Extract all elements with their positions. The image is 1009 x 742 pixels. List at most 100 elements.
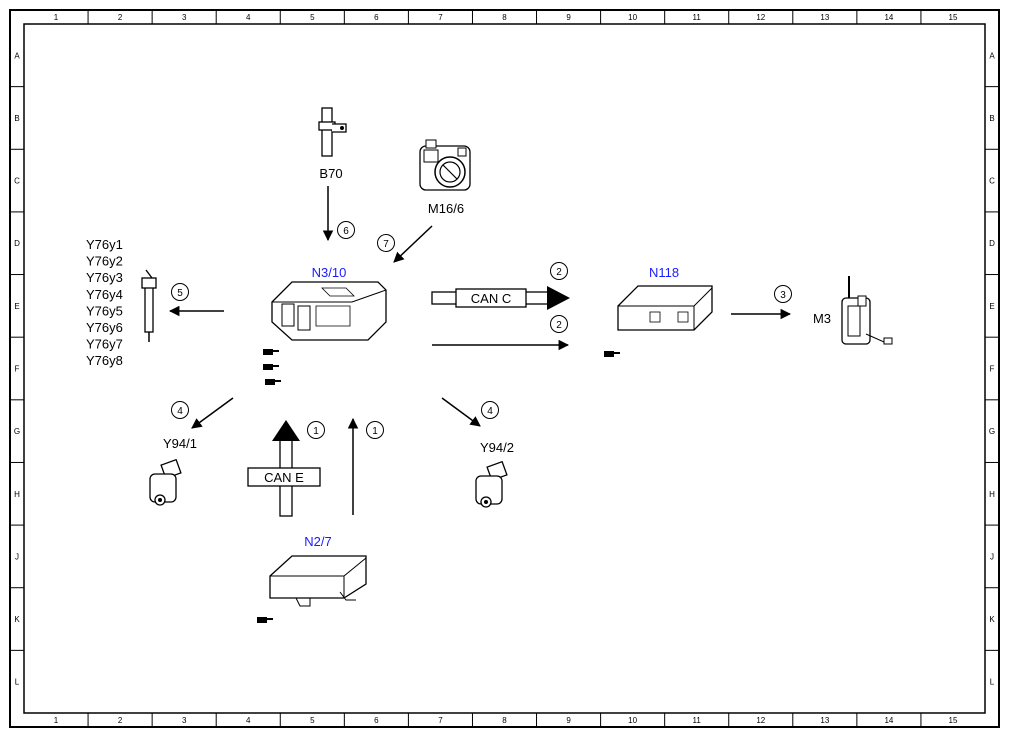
- column-number: 6: [374, 13, 379, 22]
- column-number: 14: [884, 13, 893, 22]
- column-number: 10: [628, 13, 637, 22]
- column-number: 13: [820, 716, 829, 725]
- step-marker: 6: [337, 221, 355, 239]
- row-letter: F: [990, 365, 995, 374]
- column-number: 3: [182, 13, 187, 22]
- fuel-pump-m3: M3: [813, 276, 893, 345]
- column-number: 15: [949, 13, 958, 22]
- svg-text:4: 4: [487, 406, 493, 417]
- svg-text:5: 5: [177, 288, 183, 299]
- svg-text:1: 1: [313, 426, 319, 437]
- svg-text:6: 6: [343, 226, 349, 237]
- m3-label: M3: [813, 311, 831, 326]
- column-number: 4: [246, 13, 251, 22]
- column-number: 12: [756, 13, 765, 22]
- column-number: 13: [820, 13, 829, 22]
- throttle-body-icon: [419, 139, 471, 191]
- quantity-control-valve-y94-2: Y94/2: [475, 440, 514, 508]
- svg-text:3: 3: [780, 290, 786, 301]
- row-letter: G: [989, 427, 995, 436]
- signal-arrows: [168, 186, 792, 515]
- row-letter: J: [15, 552, 19, 561]
- row-letter: B: [989, 114, 994, 123]
- row-letter: H: [989, 490, 995, 499]
- throttle-actuator-m16-6: M16/6: [419, 139, 471, 216]
- row-letter: J: [990, 552, 994, 561]
- row-letter: H: [14, 490, 20, 499]
- column-number: 2: [118, 13, 123, 22]
- quantity-control-valve-y94-1: Y94/1: [149, 436, 197, 506]
- injector-label: Y76y6: [86, 320, 123, 335]
- column-number: 5: [310, 13, 315, 22]
- valve-icon: [149, 458, 182, 506]
- step-marker: 4: [171, 401, 189, 419]
- column-number: 11: [693, 716, 702, 725]
- column-number: 7: [438, 13, 443, 22]
- row-letter: K: [14, 615, 20, 624]
- row-letter: E: [989, 302, 994, 311]
- svg-text:7: 7: [383, 239, 389, 250]
- step-marker: 2: [550, 315, 568, 333]
- step-markers: 6 7 5 2 2 3 4 4: [171, 221, 792, 439]
- can-c-bus: CAN C: [431, 286, 570, 310]
- svg-text:4: 4: [177, 406, 183, 417]
- step-marker: 1: [366, 421, 384, 439]
- column-number: 8: [502, 716, 507, 725]
- row-letter: A: [14, 51, 20, 60]
- fuel-pump-control-unit-n118: N118: [604, 265, 713, 357]
- valve-icon: [475, 460, 508, 508]
- connector-icon: [257, 617, 273, 623]
- row-letter: C: [989, 177, 995, 186]
- can-e-bus: CAN E: [247, 420, 321, 517]
- can-c-label: CAN C: [471, 291, 511, 306]
- column-number: 10: [628, 716, 637, 725]
- svg-text:1: 1: [372, 426, 378, 437]
- injector-label: Y76y2: [86, 254, 123, 269]
- row-letter: L: [990, 678, 995, 687]
- injector-icon: [141, 269, 157, 342]
- column-number: 14: [884, 716, 893, 725]
- n2-7-label: N2/7: [304, 534, 331, 549]
- step-marker: 2: [550, 262, 568, 280]
- injector-label: Y76y8: [86, 353, 123, 368]
- control-unit-icon: [271, 281, 387, 341]
- column-number: 5: [310, 716, 315, 725]
- step-marker: 3: [774, 285, 792, 303]
- svg-text:2: 2: [556, 267, 562, 278]
- svg-text:2: 2: [556, 320, 562, 331]
- column-number: 9: [566, 13, 571, 22]
- row-letter: F: [15, 365, 20, 374]
- column-number: 11: [693, 13, 702, 22]
- connector-icon: [604, 351, 620, 357]
- injector-label: Y76y1: [86, 237, 123, 252]
- row-letter: C: [14, 177, 20, 186]
- injector-label: Y76y4: [86, 287, 123, 302]
- step-marker: 4: [481, 401, 499, 419]
- column-number: 2: [118, 716, 123, 725]
- sensor-icon: [318, 107, 347, 157]
- column-number: 1: [54, 13, 59, 22]
- step-marker: 5: [171, 283, 189, 301]
- n3-10-label: N3/10: [312, 265, 347, 280]
- row-letter: G: [14, 427, 20, 436]
- column-number: 15: [949, 716, 958, 725]
- wiring-connector-icons: [263, 349, 281, 385]
- row-letter: E: [14, 302, 19, 311]
- row-letter: K: [989, 615, 995, 624]
- fuel-pump-icon: [841, 276, 893, 345]
- row-letter: D: [989, 239, 995, 248]
- arrow-n3-10-to-y94-1: [191, 397, 234, 429]
- b70-label: B70: [319, 166, 342, 181]
- injector-label: Y76y5: [86, 303, 123, 318]
- column-number: 1: [54, 716, 59, 725]
- arrow-m16-6-to-n3-10: [393, 225, 433, 263]
- can-e-label: CAN E: [264, 470, 304, 485]
